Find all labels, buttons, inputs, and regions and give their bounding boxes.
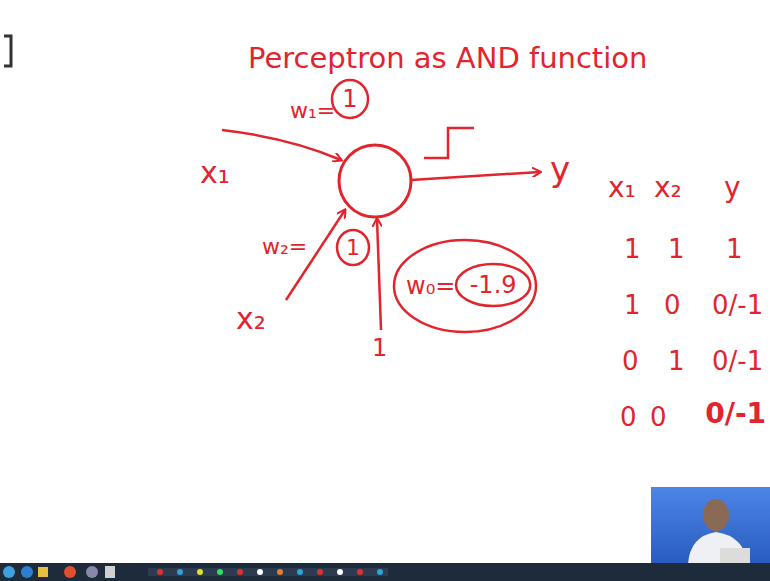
table-cell: 0 <box>620 404 637 430</box>
weight-circle: 1 <box>335 228 371 267</box>
ellipse-outline <box>456 264 530 306</box>
table-cell: 0/-1 <box>712 348 763 374</box>
bias-input: 1 <box>372 336 387 360</box>
input-name: x₁ <box>200 158 230 188</box>
video-inset <box>651 487 770 564</box>
taskbar <box>0 563 770 581</box>
node-text: -1.9 <box>470 273 517 297</box>
taskbar-icons <box>3 566 388 578</box>
bias-line <box>377 219 381 330</box>
output-name: y <box>550 152 570 186</box>
table-cell: 0 <box>664 292 681 318</box>
table-cell: 1 <box>668 348 685 374</box>
table-cell: 0 <box>622 348 639 374</box>
table-cell: 1 <box>624 292 641 318</box>
table-cell: 0/-1 <box>705 400 766 428</box>
step-symbol <box>424 128 474 158</box>
table-cell: 1 <box>624 236 641 262</box>
table-cell: 0/-1 <box>712 292 763 318</box>
ellipse-outline <box>394 240 536 332</box>
node-text: 1 <box>346 237 360 259</box>
input-arrow <box>222 130 341 160</box>
weight-name: w₁= <box>290 100 335 122</box>
ellipse-outline <box>332 80 368 118</box>
node-text: 1 <box>342 87 357 111</box>
title: Perceptron as AND function <box>248 44 647 73</box>
table-header: x₂ <box>654 174 682 202</box>
table-cell: 1 <box>668 236 685 262</box>
ellipse-outline <box>337 230 369 265</box>
input-name: x₂ <box>236 304 266 334</box>
output-arrow <box>411 172 540 180</box>
table-cell: 0 <box>650 404 667 430</box>
weight-name: w₂= <box>262 236 307 258</box>
bias-value-ellipse: -1.9 <box>454 262 532 308</box>
presenter-laptop <box>720 548 750 564</box>
table-cell: 1 <box>726 236 743 262</box>
bias-weight-ellipse: w₀= -1.9 <box>392 238 538 334</box>
weight-circle: 1 <box>330 78 370 120</box>
presenter-head <box>703 499 729 531</box>
slide-bracket <box>4 36 11 66</box>
table-header: y <box>724 174 741 202</box>
neuron-circle <box>339 145 411 217</box>
node-text: w₀= <box>406 274 455 298</box>
table-header: x₁ <box>608 174 636 202</box>
